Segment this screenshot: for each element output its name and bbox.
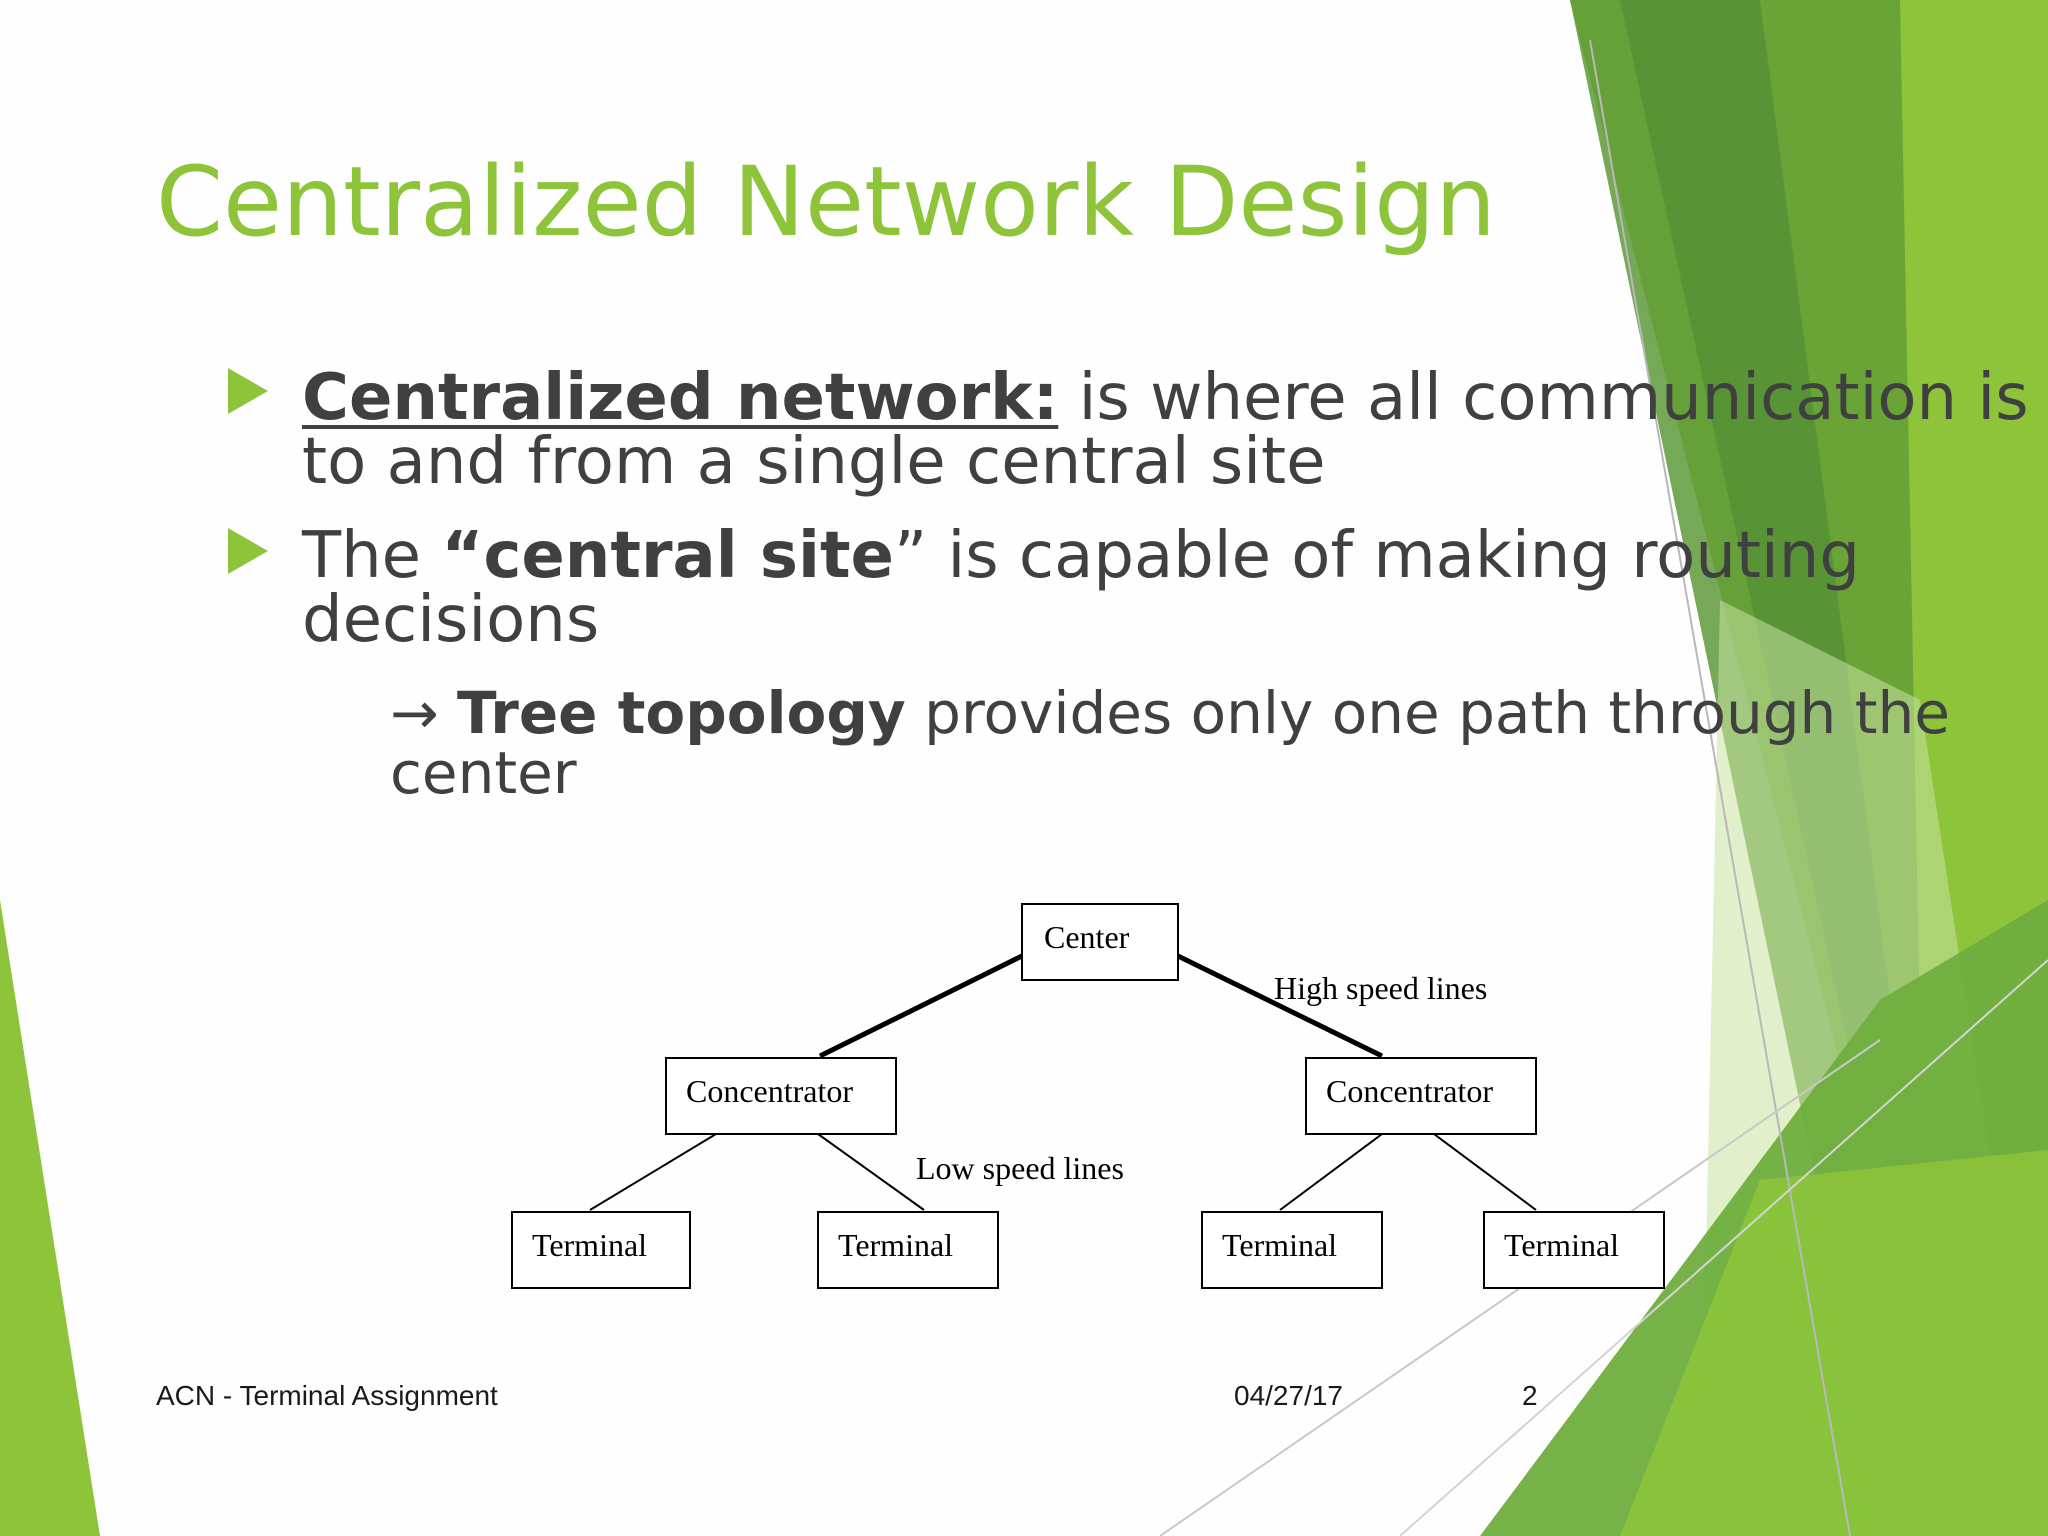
- terminal-2-box: [817, 1211, 999, 1289]
- low-speed-line-3: [1279, 1133, 1383, 1211]
- footer-date: 04/27/17: [1234, 1380, 1343, 1411]
- center-node-box: [1021, 903, 1179, 981]
- sub-point-term: Tree topology: [457, 679, 906, 747]
- bullet-1-line-2: to and from a single central site: [302, 425, 1326, 499]
- concentrator-left-label: Concentrator: [686, 1073, 853, 1109]
- sub-point-rest: provides only one path through the: [905, 679, 1950, 747]
- deco-thin-line-1: [1589, 39, 1851, 1536]
- arrow-icon: →: [390, 679, 439, 747]
- bullet-2-line-1: The “central site” is capable of making …: [302, 524, 1860, 588]
- terminal-3-box: [1201, 1211, 1383, 1289]
- footer-presentation-name: ACN - Terminal Assignment: [156, 1380, 498, 1411]
- terminal-2-label: Terminal: [838, 1227, 953, 1263]
- slide-title: Centralized Network Design: [156, 146, 1496, 258]
- triangle-bullet-icon: [228, 528, 268, 574]
- terminal-3-label: Terminal: [1222, 1227, 1337, 1263]
- terminal-1-box: [511, 1211, 691, 1289]
- concentrator-right-label: Concentrator: [1326, 1073, 1493, 1109]
- high-speed-line-left: [818, 953, 1024, 1059]
- deco-thin-line-3: [1399, 959, 2048, 1536]
- sub-point-line-1: → Tree topology provides only one path t…: [390, 684, 1950, 742]
- bullet-1-term: Centralized network:: [302, 361, 1059, 435]
- concentrator-left-box: [665, 1057, 897, 1135]
- low-speed-line-1: [589, 1133, 717, 1211]
- low-speed-line-2: [817, 1133, 925, 1211]
- triangle-bullet-icon: [228, 368, 268, 414]
- deco-shard-bottom-light: [1620, 1150, 2048, 1536]
- terminal-4-box: [1483, 1211, 1665, 1289]
- bullet-1-rest: is where all communication is: [1058, 361, 2029, 435]
- bullet-2-close-quote: ”: [893, 519, 928, 593]
- bullet-2-open-quote: “: [441, 519, 484, 593]
- deco-shard-dark-wide: [1620, 0, 1930, 1536]
- bullet-2-line-2: decisions: [302, 583, 600, 657]
- footer-page-number: 2: [1522, 1380, 1538, 1411]
- high-speed-lines-label: High speed lines: [1274, 970, 1487, 1006]
- bullet-2-term: central site: [483, 519, 894, 593]
- low-speed-lines-label: Low speed lines: [916, 1150, 1124, 1186]
- low-speed-line-4: [1433, 1133, 1537, 1211]
- terminal-1-label: Terminal: [532, 1227, 647, 1263]
- bullet-2-rest: is capable of making routing: [927, 519, 1860, 593]
- bullet-2-lead: The: [302, 519, 442, 593]
- deco-shard-left: [0, 900, 100, 1536]
- bullet-1-line-1: Centralized network: is where all commun…: [302, 366, 2029, 430]
- concentrator-right-box: [1305, 1057, 1537, 1135]
- center-node-label: Center: [1044, 919, 1130, 955]
- terminal-4-label: Terminal: [1504, 1227, 1619, 1263]
- high-speed-line-right: [1176, 953, 1384, 1059]
- sub-point-line-2: center: [390, 739, 577, 807]
